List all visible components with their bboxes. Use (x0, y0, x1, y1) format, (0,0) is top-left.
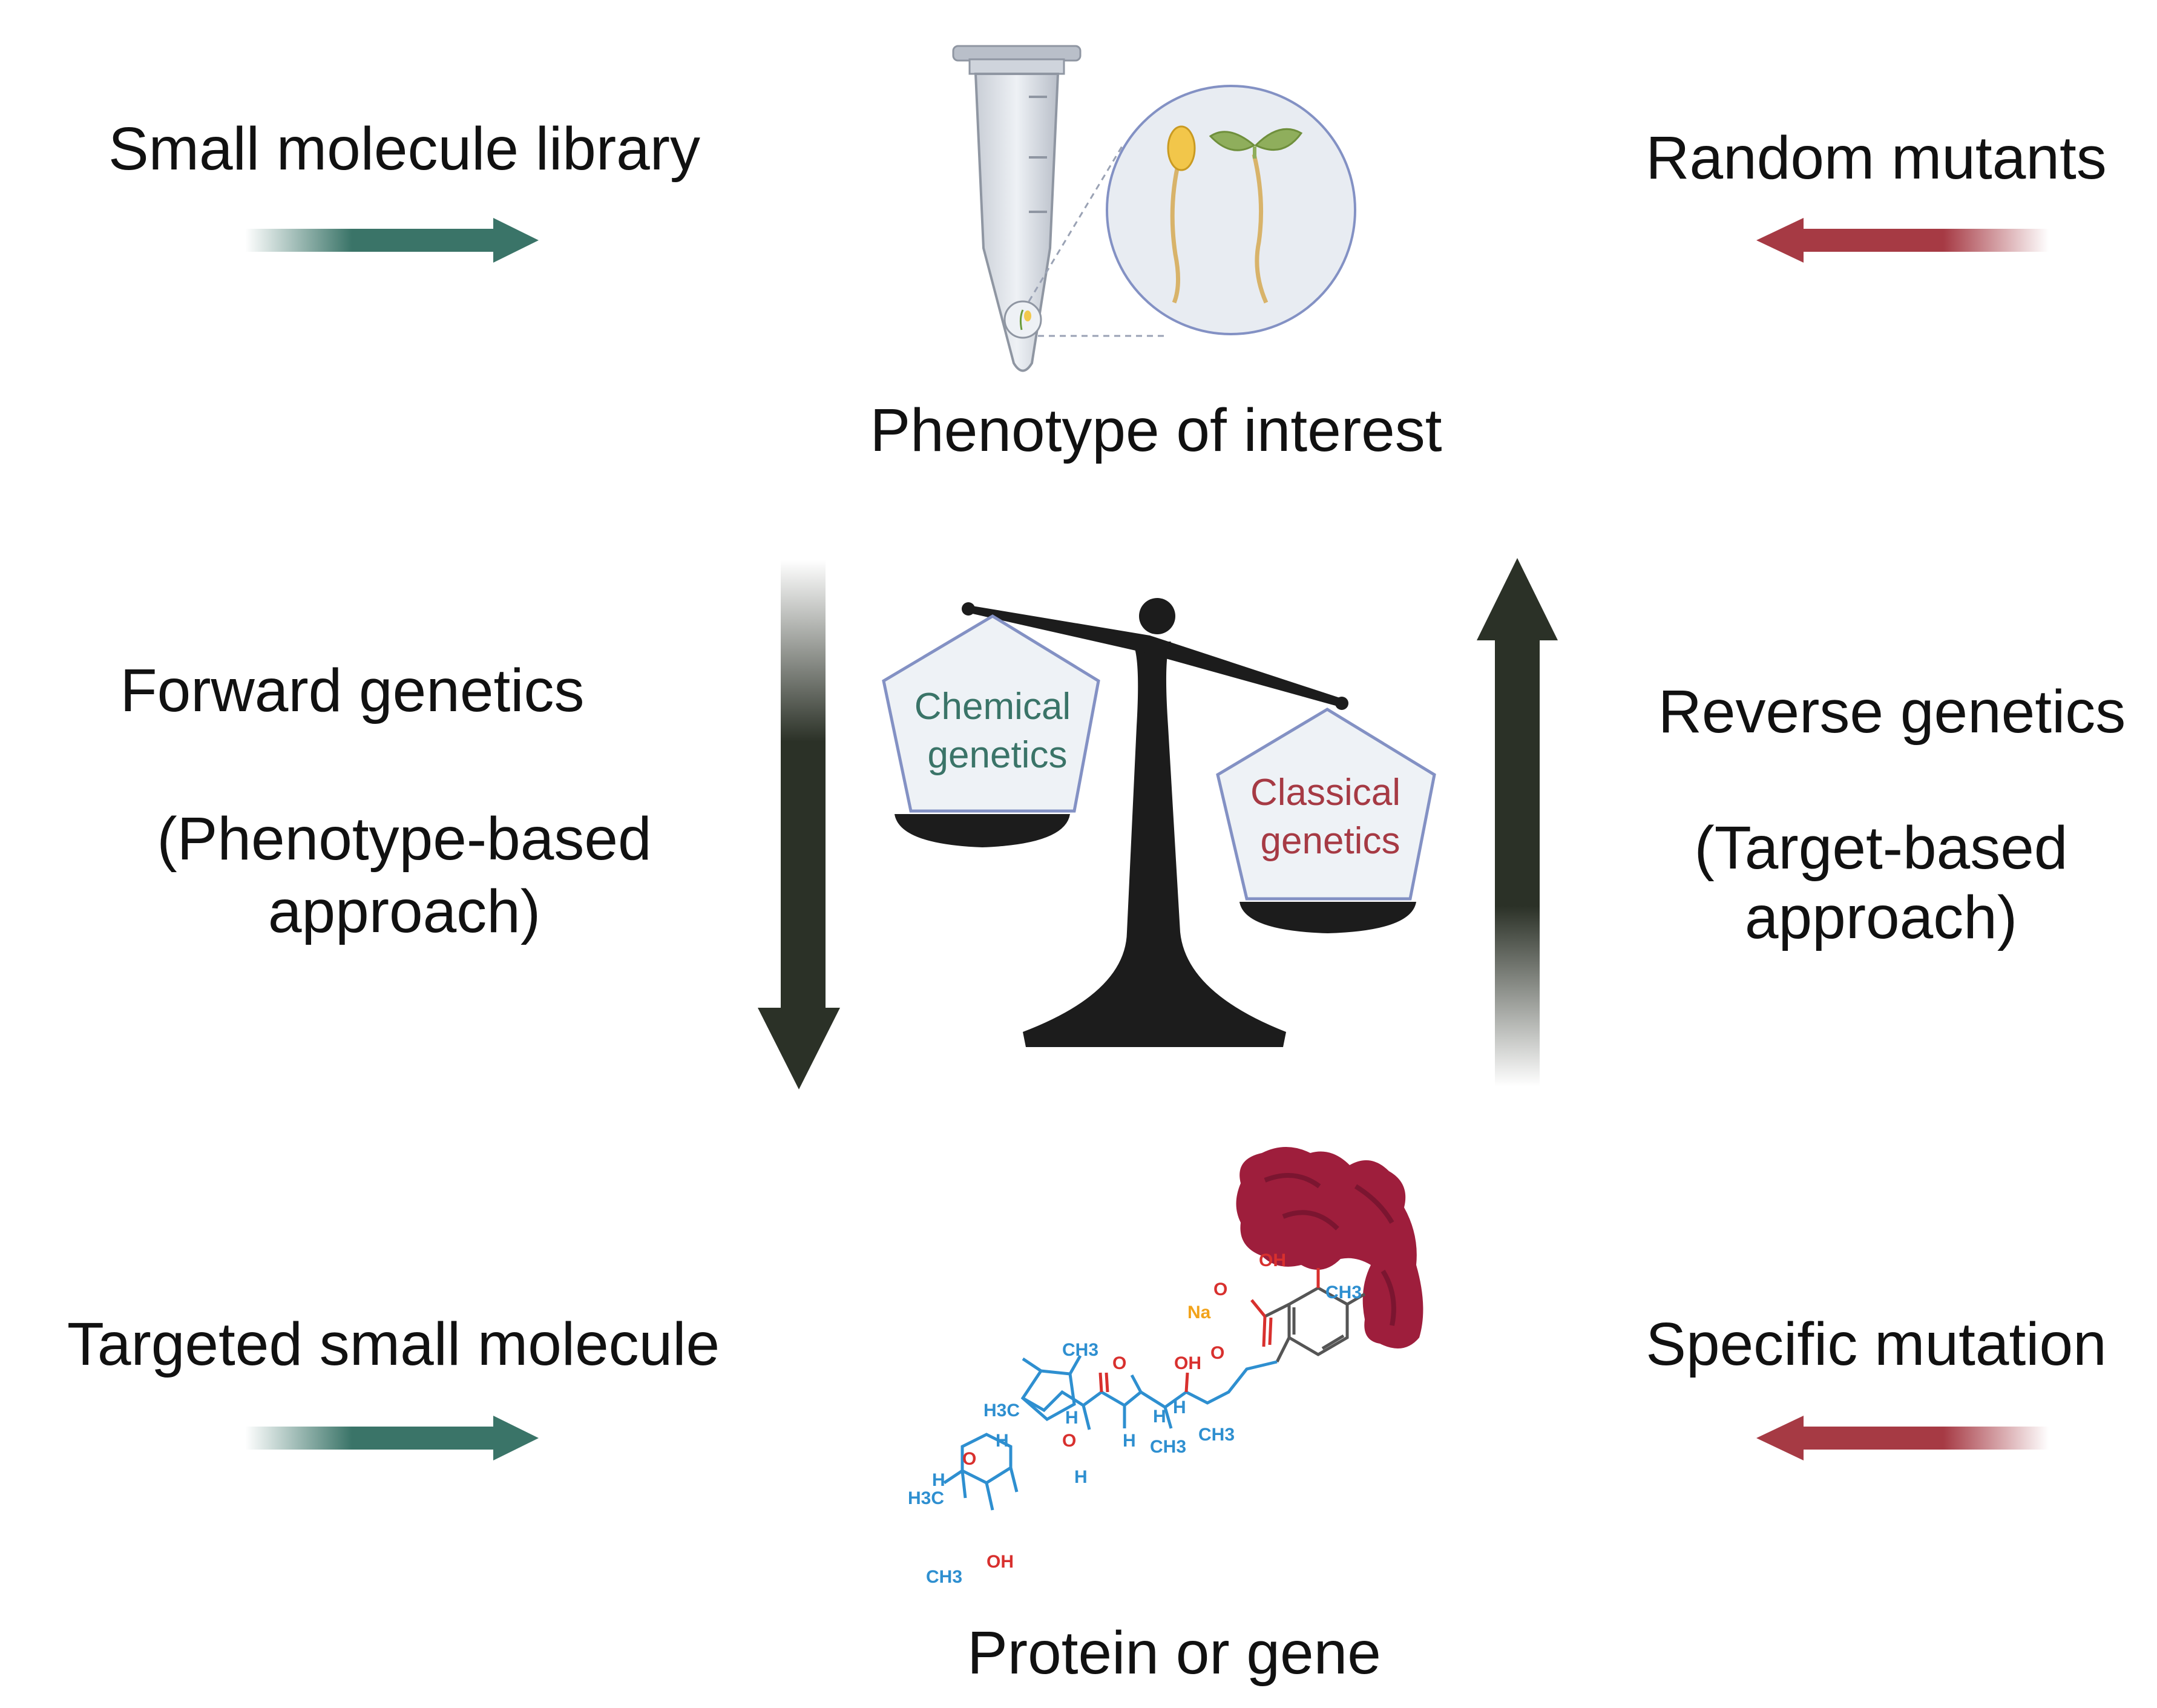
atom-h-7: H (932, 1470, 945, 1490)
label-classical: Classical (1250, 772, 1400, 813)
classical-genetics-pentagon (1216, 708, 1436, 901)
atom-oh-1: OH (1259, 1250, 1286, 1270)
label-forward-genetics: Forward genetics (120, 657, 585, 724)
atom-h-6: H (1074, 1467, 1088, 1487)
atom-o-1: O (1213, 1279, 1227, 1299)
arrow-small-molecule-library (245, 218, 539, 263)
label-phenotype-of-interest: Phenotype of interest (870, 396, 1442, 464)
label-reverse-genetics: Reverse genetics (1658, 678, 2126, 746)
label-random-mutants: Random mutants (1646, 124, 2106, 192)
atom-ch3-2: CH3 (1198, 1425, 1235, 1445)
arrow-reverse-genetics-up (1477, 558, 1558, 1086)
atom-ch3-5: CH3 (1062, 1340, 1098, 1360)
label-approach-left: approach) (268, 878, 540, 945)
zoom-lines (1028, 145, 1165, 337)
atom-ch3-4: CH3 (926, 1567, 962, 1587)
atom-oh-3: OH (987, 1552, 1014, 1572)
label-chemical-genetics: genetics (928, 734, 1068, 776)
atom-h3c-2: H3C (908, 1488, 944, 1508)
atom-ch3-3: CH3 (1150, 1437, 1186, 1457)
label-targeted-small-molecule: Targeted small molecule (67, 1310, 720, 1378)
atom-o-2: O (1210, 1343, 1224, 1363)
atom-h-5: H (996, 1431, 1009, 1451)
arrow-forward-genetics-down (758, 560, 840, 1089)
seedling-icon (1106, 85, 1356, 335)
label-specific-mutation: Specific mutation (1646, 1310, 2106, 1378)
atom-h-4: H (1065, 1408, 1078, 1428)
atom-h-1: H (1173, 1398, 1186, 1417)
label-classical-genetics: genetics (1261, 820, 1400, 862)
arrow-specific-mutation (1756, 1416, 2049, 1460)
label-small-molecule-library: Small molecule library (108, 115, 700, 183)
atom-ch3-1: CH3 (1325, 1283, 1362, 1302)
atom-h3c-1: H3C (983, 1401, 1020, 1421)
protein-icon (1236, 1147, 1423, 1348)
chemical-genetics-pentagon (882, 614, 1100, 813)
label-chemical: Chemical (914, 686, 1071, 728)
arrow-targeted-small-molecule (245, 1416, 539, 1460)
atom-o-4: O (1062, 1431, 1076, 1451)
molecule-structure-icon (943, 1268, 1366, 1511)
label-target-based: (Target-based (1695, 814, 2068, 882)
atom-h-3: H (1123, 1431, 1136, 1451)
label-protein-or-gene: Protein or gene (967, 1619, 1381, 1687)
arrow-random-mutants (1756, 218, 2049, 263)
atom-h-2: H (1153, 1407, 1166, 1427)
atom-oh-2: OH (1174, 1353, 1201, 1373)
microtube-icon (952, 45, 1082, 372)
balance-scale-icon: Chemical genetics Classical genetics (882, 598, 1436, 1047)
label-approach-right: approach) (1745, 884, 2017, 951)
molecule-atom-labels: OH CH3 O O Na OH O CH3 H H H CH3 H3C H O… (908, 1250, 1362, 1587)
label-phenotype-based: (Phenotype-based (157, 805, 651, 873)
atom-o-5: O (962, 1449, 976, 1469)
atom-na: Na (1187, 1302, 1211, 1322)
atom-o-3: O (1112, 1353, 1126, 1373)
